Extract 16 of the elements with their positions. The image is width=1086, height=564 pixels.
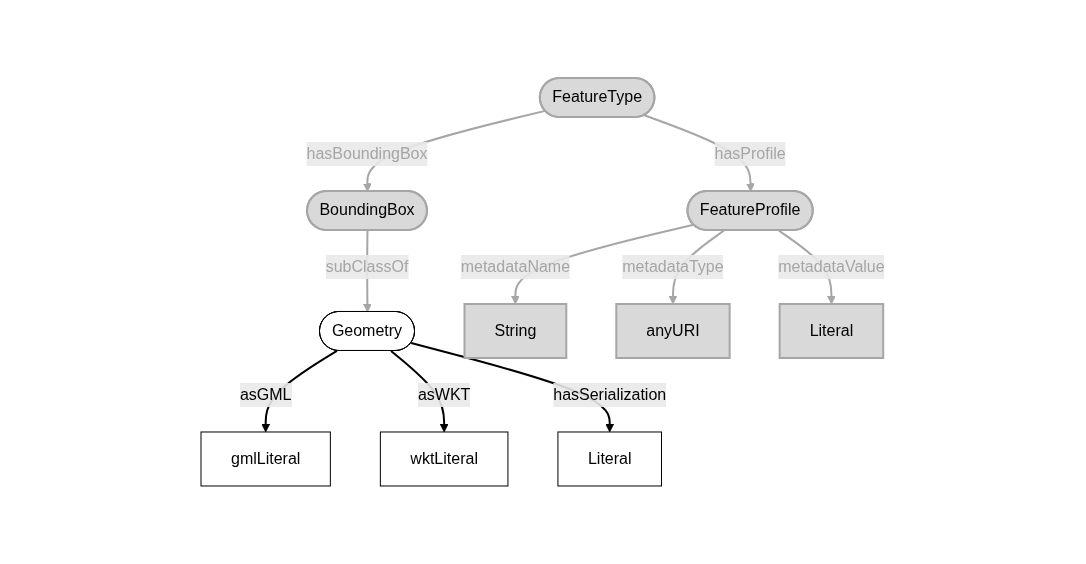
- edge-label: asGML: [240, 385, 292, 403]
- arrow: [410, 342, 615, 433]
- edge-label: hasSerialization: [553, 385, 667, 403]
- edge-label: metadataValue: [778, 257, 885, 275]
- edge-label: subClassOf: [325, 257, 409, 275]
- node-box: gmlLiteral: [200, 431, 332, 487]
- edge-label: metadataName: [460, 257, 571, 275]
- node-box: Literal: [778, 303, 885, 359]
- node-box: String: [463, 303, 568, 359]
- node-box: Literal: [557, 431, 663, 487]
- edge-label: hasProfile: [714, 145, 786, 162]
- node-box: wktLiteral: [380, 431, 509, 487]
- edge-label: hasBoundingBox: [306, 145, 428, 162]
- edge-label: asWKT: [418, 385, 471, 403]
- edge-label: metadataType: [622, 257, 724, 275]
- node-box: anyURI: [615, 303, 731, 359]
